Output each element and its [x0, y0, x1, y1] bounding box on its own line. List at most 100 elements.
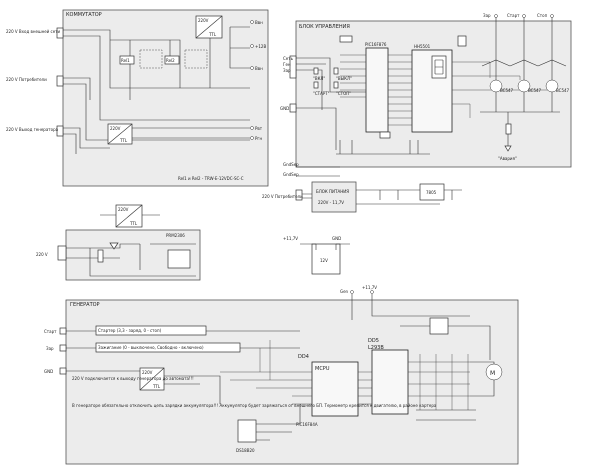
commutator-title: КОММУТАТОР	[66, 12, 102, 18]
power-reg-label: 7805	[426, 190, 437, 195]
gen-trafo-ttl: TTL	[152, 384, 161, 389]
gen-driver	[371, 349, 409, 415]
gen-feed-note: 220 V подключается к выходу генератора д…	[72, 376, 194, 381]
control-left-connector	[289, 55, 297, 79]
control-title: БЛОК УПРАВЛЕНИЯ	[299, 24, 350, 30]
comm-input-1: 220 V Вход внешней сети	[6, 29, 61, 34]
comm-out-3: Ввн	[255, 66, 263, 71]
prm-diode	[109, 242, 119, 250]
comm-relay-220v: 220V	[198, 18, 209, 23]
prm-connector	[57, 245, 67, 261]
comm-input-3: 220 V Выход генератора	[6, 127, 59, 132]
gen-top-1: Gen	[340, 289, 349, 294]
key-on	[313, 67, 319, 75]
control-top-2: Старт	[507, 13, 520, 18]
comm-rel1-label: Rel1	[121, 58, 130, 63]
power-regulator	[419, 183, 445, 201]
power-title: БЛОК ПИТАНИЯ	[316, 189, 349, 194]
control-display-label: HH5501	[414, 44, 431, 49]
key-off-label: "ВЫКЛ"	[336, 76, 352, 81]
generator-title: ГЕНЕРАТОР	[70, 302, 100, 308]
control-top-1: Зар	[483, 13, 491, 18]
gen-input-gnd	[59, 367, 67, 375]
gen-input-zar	[59, 344, 67, 352]
control-crystal	[379, 131, 391, 139]
power-in-1: GndSep	[283, 162, 299, 167]
gen-starter-box	[95, 325, 207, 336]
gen-note: В генераторе обязательно отключить цепь …	[72, 403, 437, 408]
gen-in-3: GND	[44, 369, 53, 374]
comm-out-4: Рвт	[255, 126, 263, 131]
transformer-bottom: TTL	[129, 221, 138, 226]
generator-block: ГЕНЕРАТОР Gen +11,7V Старт Зар GND Старт…	[44, 285, 519, 465]
power-in-label: 220 V Потребители	[262, 194, 303, 199]
gen-in-1: Старт	[44, 329, 57, 334]
comm-relay2-ttl: TTL	[119, 138, 128, 143]
comm-out-5: Ргн	[255, 136, 263, 141]
gen-regulator	[429, 317, 449, 335]
control-mcu-label: PIC16F876	[365, 42, 387, 47]
control-left-1: Сеть	[283, 56, 294, 61]
commutator-frame	[62, 9, 269, 187]
control-cap-1	[339, 35, 353, 43]
prm-resistor	[97, 249, 104, 263]
key-off	[313, 81, 319, 89]
power-frame	[311, 181, 357, 213]
generator-frame	[65, 299, 519, 465]
gen-pic-label: PIC16F84A	[296, 422, 318, 427]
transformer-block: 220V TTL PRM2306 220 V	[36, 204, 201, 281]
prm-220-label: 220 V	[36, 252, 48, 257]
control-left-2: Ген	[283, 62, 291, 67]
gen-ignition-text: Зажигание (0 - выключено, Свободно - вкл…	[98, 345, 204, 350]
control-gnd-connector	[289, 103, 297, 113]
gen-in-2: Зар	[46, 346, 54, 351]
comm-out-2: +12В	[255, 44, 266, 49]
power-module: +11,7V GND 12V	[283, 236, 350, 275]
module-12v-label: 12V	[320, 258, 328, 263]
module-body	[311, 243, 341, 275]
module-117-label: +11,7V	[283, 236, 298, 241]
control-left-4: GND	[280, 106, 289, 111]
key-stop-label: "СТОП"	[336, 91, 351, 96]
prm-bridge	[167, 249, 191, 269]
control-top-3: Стоп	[537, 13, 548, 18]
gen-top-2: +11,7V	[362, 285, 377, 290]
gen-mcu	[311, 361, 359, 417]
gen-starter-text: Стартер (3,3 - заряд, 0 - стоп)	[98, 328, 162, 333]
comm-relay2-220v: 220V	[110, 126, 121, 131]
comm-note: Rel1 и Rel2 - TRW-E-12VDC-SC-C	[178, 176, 244, 181]
gen-driver-type: L293B	[368, 345, 384, 351]
gen-ignition-box	[95, 342, 241, 353]
prm-name: PRM2306	[166, 233, 185, 238]
control-mcu	[365, 47, 389, 133]
power-in-2: GndSep	[283, 172, 299, 177]
key-stop	[333, 81, 339, 89]
transistor-1-label: BC547	[500, 88, 514, 93]
module-gnd-label: GND	[332, 236, 341, 241]
comm-rel2-label: Rel2	[166, 58, 175, 63]
transistor-3-label: BC547	[556, 88, 570, 93]
alarm-resistor	[505, 123, 512, 135]
alarm-led	[504, 145, 512, 152]
comm-rel1	[119, 55, 135, 65]
comm-rel2	[164, 55, 180, 65]
commutator-block: КОММУТАТОР 220 V Вход внешней сети 220 V…	[6, 9, 269, 187]
gen-motor-label: M	[490, 370, 495, 377]
gen-mcu-type: MCPU	[315, 366, 330, 372]
key-on-label: "ВКЛ"	[313, 76, 325, 81]
comm-in-connector-1	[56, 27, 64, 39]
control-cap-2	[457, 35, 467, 47]
gen-driver-name: DD5	[368, 338, 379, 344]
transformer-top: 220V	[118, 207, 129, 212]
key-start-label: "СТАРТ"	[313, 91, 330, 96]
gen-sensor	[237, 419, 257, 443]
power-block: GndSep GndSep БЛОК ПИТАНИЯ 220V - 11,7V …	[262, 162, 462, 213]
power-subtitle: 220V - 11,7V	[318, 200, 344, 205]
key-start	[333, 67, 339, 75]
comm-out-1: Ввн	[255, 20, 263, 25]
comm-relay-ttl: TTL	[208, 32, 217, 37]
control-block: БЛОК УПРАВЛЕНИЯ PIC16F876 HH5501 Сеть Ге…	[280, 13, 572, 168]
comm-in-connector-2	[56, 75, 64, 87]
gen-trafo-220v: 220V	[142, 370, 153, 375]
control-left-3: Зар	[283, 68, 291, 73]
